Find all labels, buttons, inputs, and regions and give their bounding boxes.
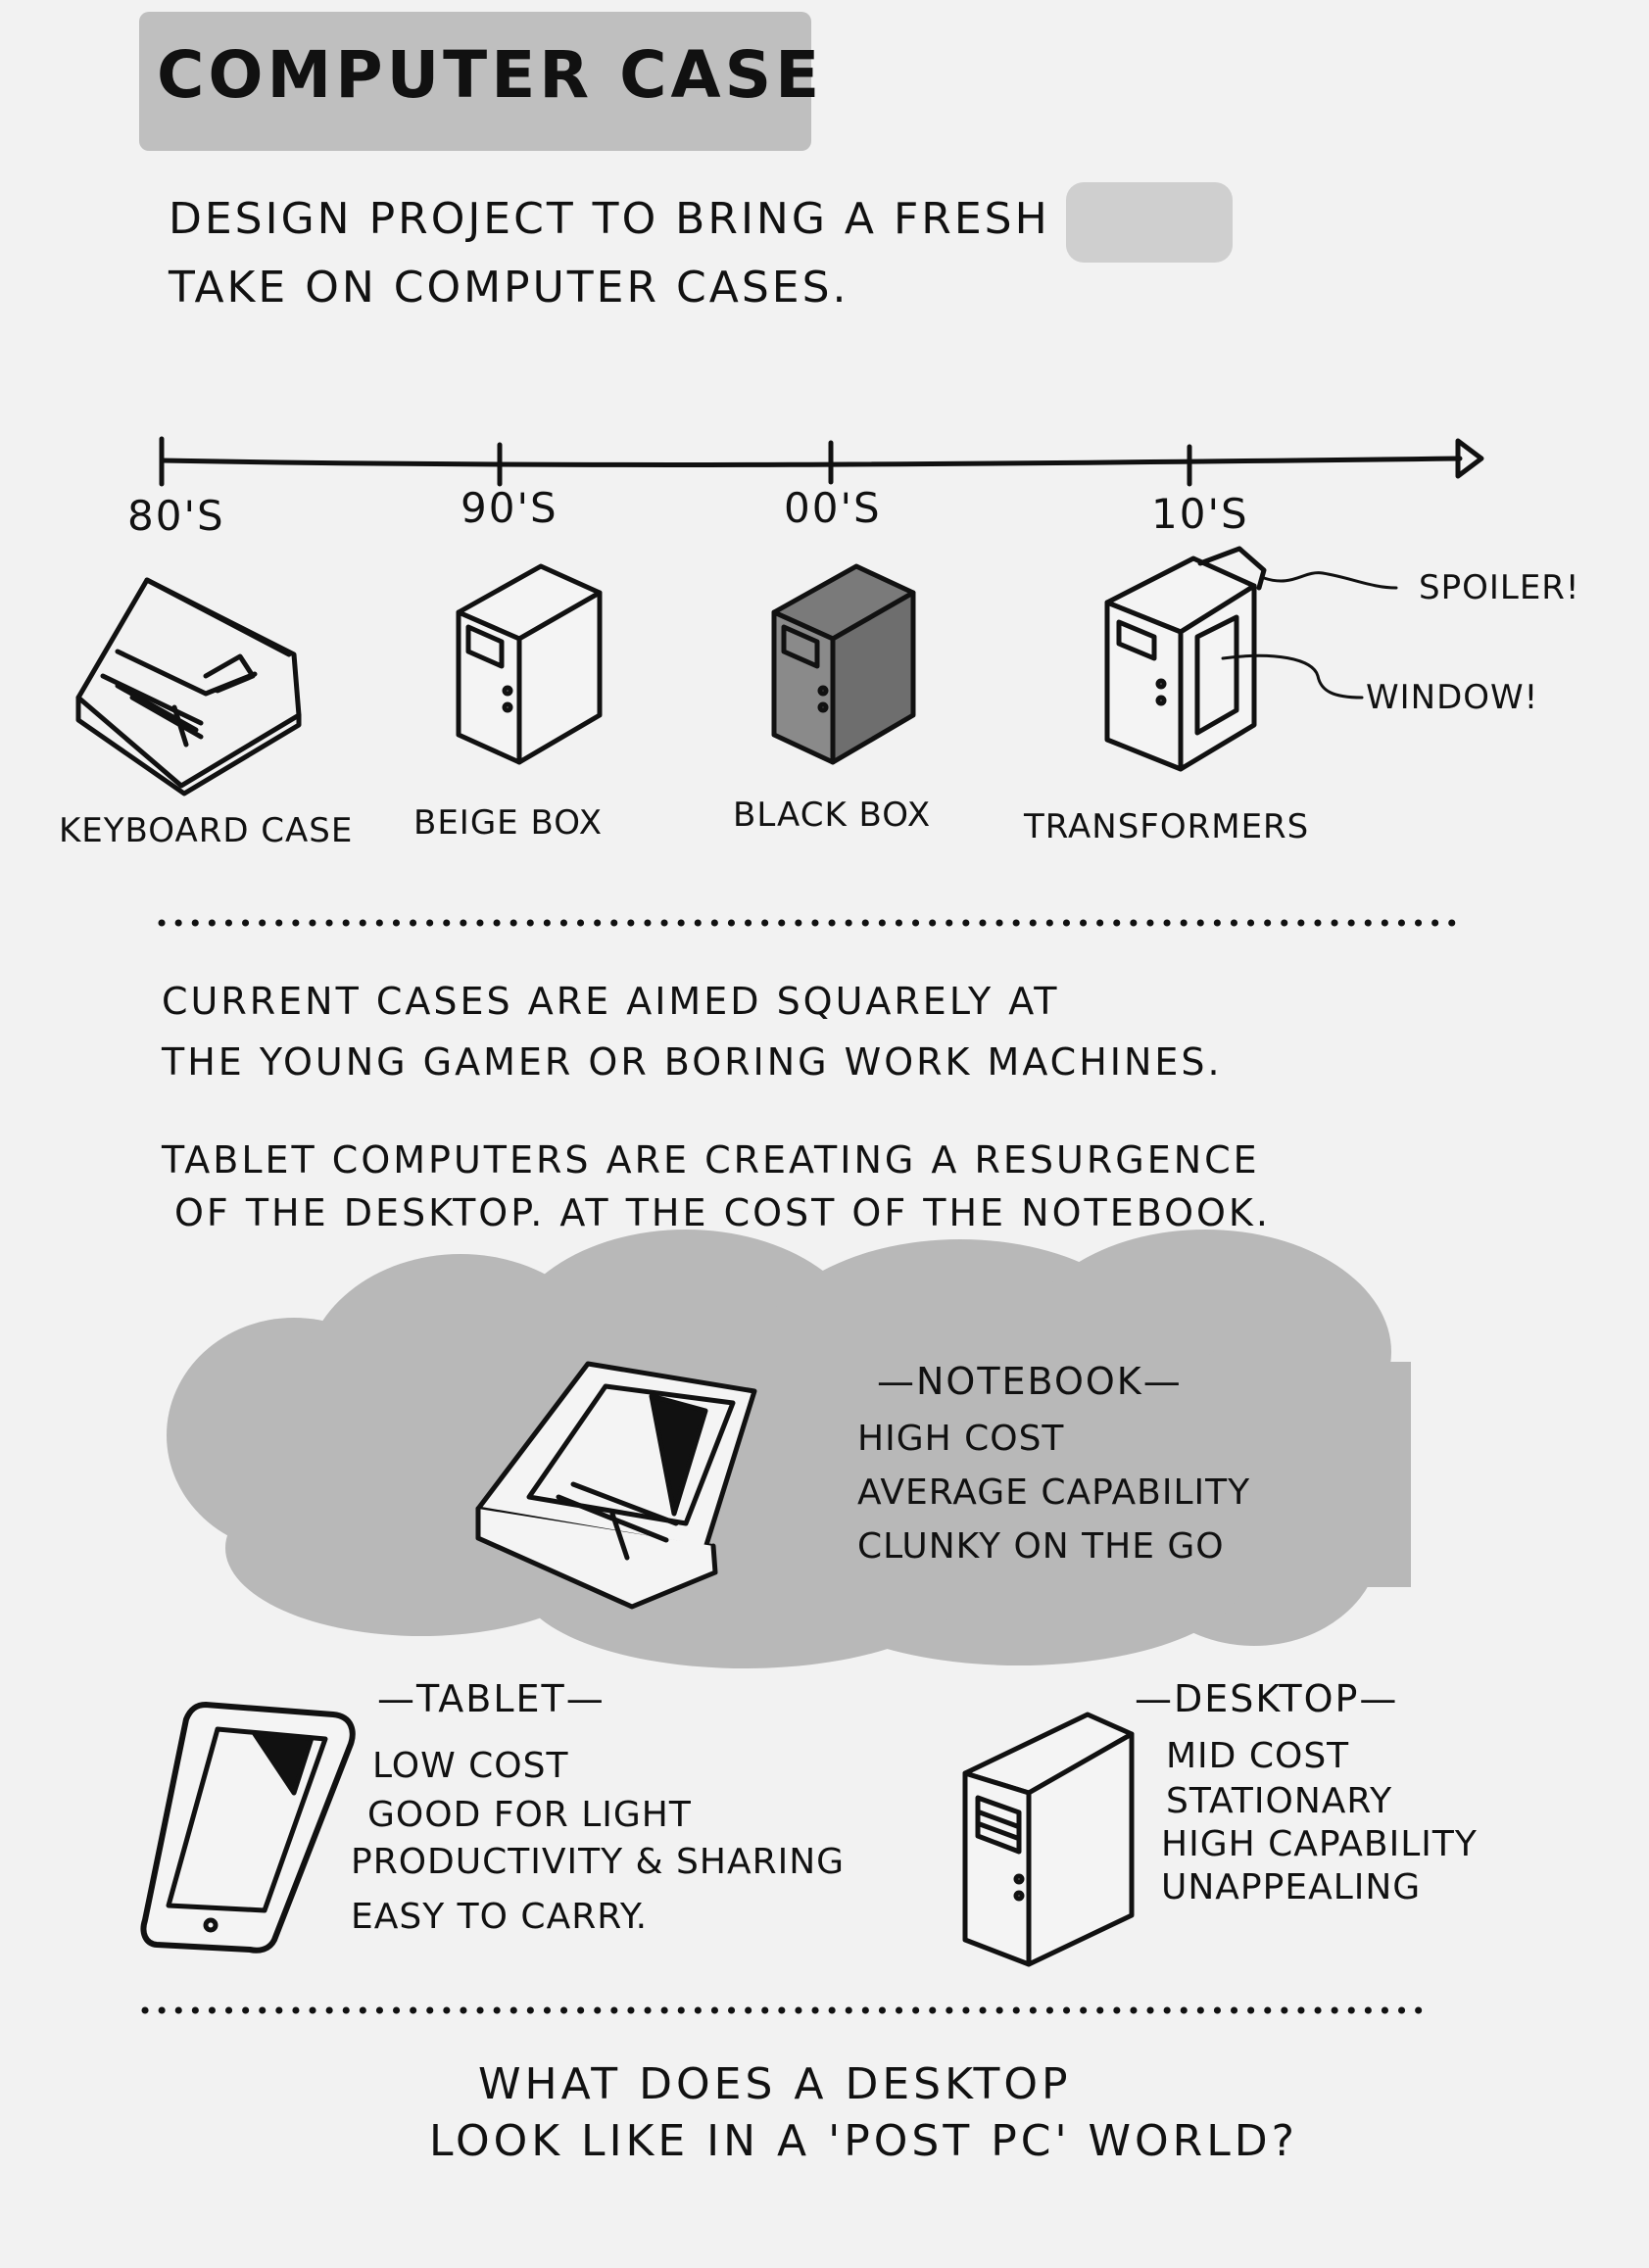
notebook-sketch: [475, 1361, 757, 1610]
beige-box-sketch: [456, 563, 603, 765]
notebook-feature-3: CLUNKY ON THE GO: [857, 1526, 1225, 1567]
tablet-sketch: [140, 1702, 356, 1954]
label-beige-box: BEIGE BOX: [413, 803, 604, 843]
paragraph-2-line-2: OF THE DESKTOP. AT THE COST OF THE NOTEB…: [174, 1191, 1271, 1234]
tablet-feature-3: PRODUCTIVITY & SHARING: [351, 1842, 846, 1882]
era-00s: 00'S: [784, 484, 882, 532]
transformers-case-sketch: [1104, 546, 1398, 772]
keyboard-case-sketch: [75, 577, 302, 796]
era-90s: 90'S: [461, 484, 558, 532]
era-80s: 80'S: [127, 492, 225, 540]
timeline-axis: [159, 436, 1484, 487]
page-title: COMPUTER CASE: [157, 37, 824, 113]
tablet-heading: —TABLET—: [377, 1677, 606, 1720]
paragraph-1-line-1: CURRENT CASES ARE AIMED SQUARELY AT: [162, 980, 1060, 1023]
intro-line-2: TAKE ON COMPUTER CASES.: [169, 263, 849, 313]
tablet-feature-4: EASY TO CARRY.: [351, 1897, 649, 1937]
label-keyboard-case: KEYBOARD CASE: [59, 811, 354, 850]
intro-line-1: DESIGN PROJECT TO BRING A FRESH: [169, 194, 1050, 244]
desktop-heading: —DESKTOP—: [1135, 1677, 1399, 1720]
desktop-feature-2: STATIONARY: [1166, 1781, 1393, 1821]
paragraph-1-line-2: THE YOUNG GAMER OR BORING WORK MACHINES.: [162, 1040, 1223, 1084]
desktop-feature-1: MID COST: [1166, 1736, 1350, 1776]
question-line-2: LOOK LIKE IN A 'POST PC' WORLD?: [429, 2116, 1298, 2166]
tablet-feature-2: GOOD FOR LIGHT: [367, 1795, 692, 1835]
question-line-1: WHAT DOES A DESKTOP: [478, 2059, 1072, 2109]
fresh-highlight: [1066, 182, 1233, 263]
notebook-feature-2: AVERAGE CAPABILITY: [857, 1472, 1251, 1513]
notebook-feature-1: HIGH COST: [857, 1419, 1065, 1459]
title-highlight: [139, 12, 811, 151]
callout-spoiler: SPOILER!: [1419, 568, 1580, 607]
tablet-feature-1: LOW COST: [372, 1746, 569, 1786]
label-black-box: BLACK BOX: [733, 796, 932, 835]
label-transformers: TRANSFORMERS: [1024, 807, 1310, 846]
desktop-feature-3: HIGH CAPABILITY: [1161, 1824, 1478, 1864]
era-10s: 10'S: [1151, 490, 1249, 538]
notebook-heading: —NOTEBOOK—: [877, 1360, 1183, 1403]
callout-window: WINDOW!: [1366, 678, 1539, 717]
paragraph-2-line-1: TABLET COMPUTERS ARE CREATING A RESURGEN…: [162, 1138, 1260, 1182]
desktop-feature-4: UNAPPEALING: [1161, 1867, 1422, 1907]
black-box-sketch: [771, 563, 916, 765]
notebook-cloud: [167, 1230, 1411, 1668]
desktop-sketch: [962, 1712, 1135, 1967]
